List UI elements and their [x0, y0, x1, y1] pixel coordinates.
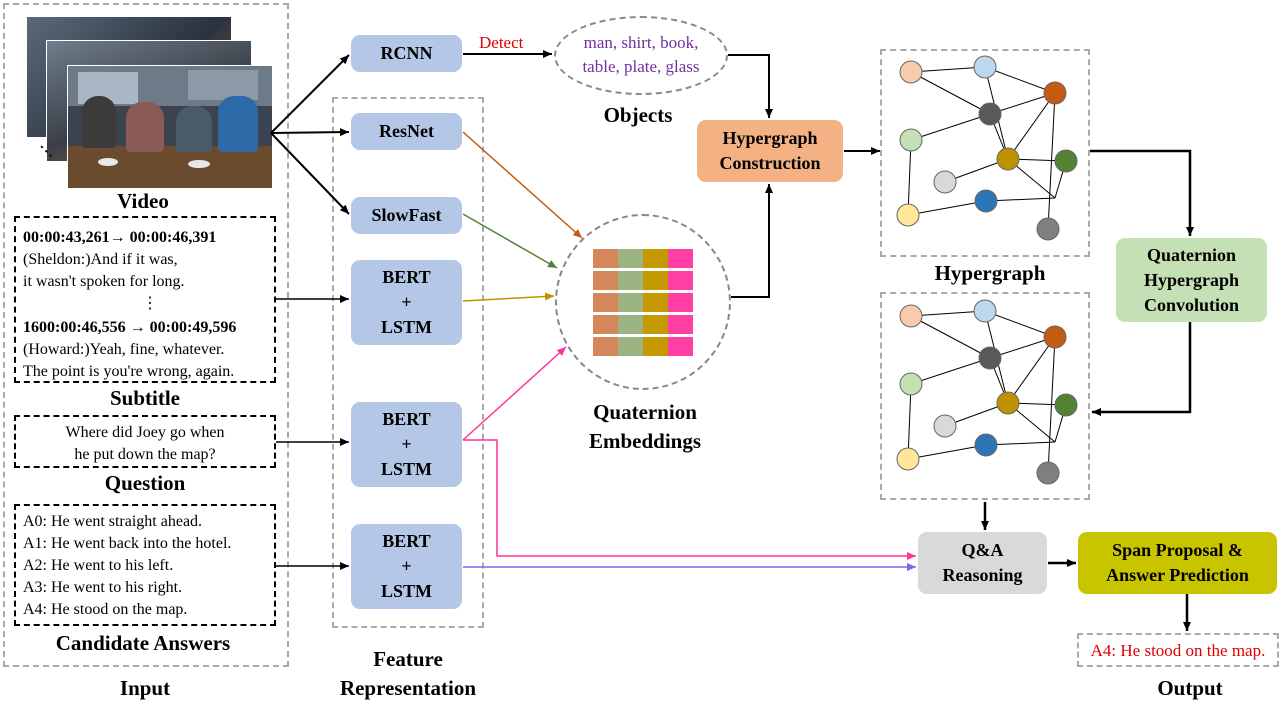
bert-text: BERT — [382, 409, 431, 429]
bert-text: BERT — [382, 267, 431, 287]
subtitle-timestamp-1: 00:00:43,261→ 00:00:46,391 — [23, 229, 217, 246]
detect-label: Detect — [479, 33, 524, 52]
subtitle-line-2: it wasn't spoken for long. — [23, 273, 185, 290]
objects-ellipse — [554, 16, 728, 95]
span-proposal-box: Span Proposal & Answer Prediction — [1078, 532, 1277, 594]
input-panel — [3, 3, 289, 667]
plus-text: + — [401, 434, 412, 454]
quaternion-label-line-2: Embeddings — [588, 429, 702, 453]
answer-item: A3: He went to his right. — [23, 579, 183, 596]
qhc-line-1: Quaternion — [1146, 244, 1236, 265]
question-line-1: Where did Joey go when — [65, 424, 225, 441]
qhc-line-2: Hypergraph — [1143, 269, 1239, 290]
objects-line-2: table, plate, glass — [582, 57, 700, 76]
arrow-question-qa — [463, 439, 916, 560]
plus-text: + — [401, 292, 412, 312]
hypergraph-construction-box: Hypergraph Construction — [697, 120, 843, 182]
subtitle-line-1: (Sheldon:)And if it was, — [23, 251, 178, 268]
answer-item: A4: He stood on the map. — [23, 601, 188, 618]
objects-line-1: man, shirt, book, — [583, 33, 699, 52]
span-line-2: Answer Prediction — [1106, 565, 1249, 585]
hypergraph-panel-top — [880, 49, 1090, 257]
plus-text: + — [401, 556, 412, 576]
question-label: Question — [104, 471, 186, 495]
resnet-box: ResNet — [351, 113, 462, 150]
embedding-col-1 — [593, 249, 618, 356]
arrow-objects-hgc — [728, 54, 773, 118]
bert-lstm-subtitle-box: BERT + LSTM — [351, 260, 462, 345]
embedding-col-4 — [668, 249, 693, 356]
answer-item: A2: He went to his left. — [23, 557, 174, 574]
feature-label-line-1: Feature — [373, 647, 443, 671]
bert-lstm-question-box: BERT + LSTM — [351, 402, 462, 487]
question-box: Where did Joey go when he put down the m… — [14, 415, 276, 468]
question-line-2: he put down the map? — [74, 446, 216, 463]
qa-line-1: Q&A — [961, 540, 1004, 560]
hypergraph-panel-bottom — [880, 292, 1090, 500]
lstm-text: LSTM — [380, 459, 432, 479]
subtitle-box: 00:00:43,261→ 00:00:46,391 (Sheldon:)And… — [14, 216, 276, 383]
lstm-text: LSTM — [380, 581, 432, 601]
qhc-line-3: Convolution — [1143, 294, 1240, 315]
bert-text: BERT — [382, 531, 431, 551]
bert-lstm-answers-box: BERT + LSTM — [351, 524, 462, 609]
video-frame-3 — [67, 65, 273, 189]
hypergraph-label: Hypergraph — [934, 261, 1046, 285]
answer-item: A1: He went back into the hotel. — [23, 535, 232, 552]
output-answer-box: A4: He stood on the map. — [1077, 633, 1279, 667]
answer-item: A0: He went straight ahead. — [23, 513, 203, 530]
hypergraph-construction-line-1: Hypergraph — [722, 128, 818, 148]
input-label: Input — [119, 676, 171, 700]
subtitle-line-3: (Howard:)Yeah, fine, whatever. — [23, 341, 225, 358]
output-answer: A4: He stood on the map. — [1090, 641, 1266, 660]
arrow-quaternion-hgc — [731, 184, 773, 298]
quaternion-embeddings-circle — [555, 214, 731, 390]
qa-reasoning-box: Q&A Reasoning — [918, 532, 1047, 594]
candidate-answers-box: A0: He went straight ahead. A1: He went … — [14, 504, 276, 626]
arrow-qhc-hypergraph-bottom — [1092, 322, 1192, 416]
rcnn-box: RCNN — [351, 35, 462, 72]
hypergraph-construction-line-2: Construction — [719, 153, 821, 173]
embedding-col-3 — [643, 249, 668, 356]
candidate-answers-label: Candidate Answers — [55, 631, 231, 655]
arrow-hypergraph-qhc — [1090, 149, 1194, 236]
subtitle-dots: ⋮ — [142, 295, 158, 312]
quaternion-label-line-1: Quaternion — [593, 400, 697, 424]
subtitle-label: Subtitle — [109, 386, 180, 410]
quaternion-hypergraph-convolution-box: Quaternion Hypergraph Convolution — [1116, 238, 1267, 322]
lstm-text: LSTM — [380, 317, 432, 337]
embedding-col-2 — [618, 249, 643, 356]
slowfast-box: SlowFast — [351, 197, 462, 234]
objects-label: Objects — [603, 103, 673, 127]
video-label: Video — [117, 189, 169, 213]
span-line-1: Span Proposal & — [1112, 540, 1243, 560]
qa-line-2: Reasoning — [942, 565, 1023, 585]
feature-label-line-2: Representation — [339, 676, 477, 700]
subtitle-line-4: The point is you're wrong, again. — [23, 363, 235, 380]
subtitle-timestamp-2: 1600:00:46,556 → 00:00:49,596 — [23, 319, 237, 336]
output-label: Output — [1157, 676, 1223, 700]
